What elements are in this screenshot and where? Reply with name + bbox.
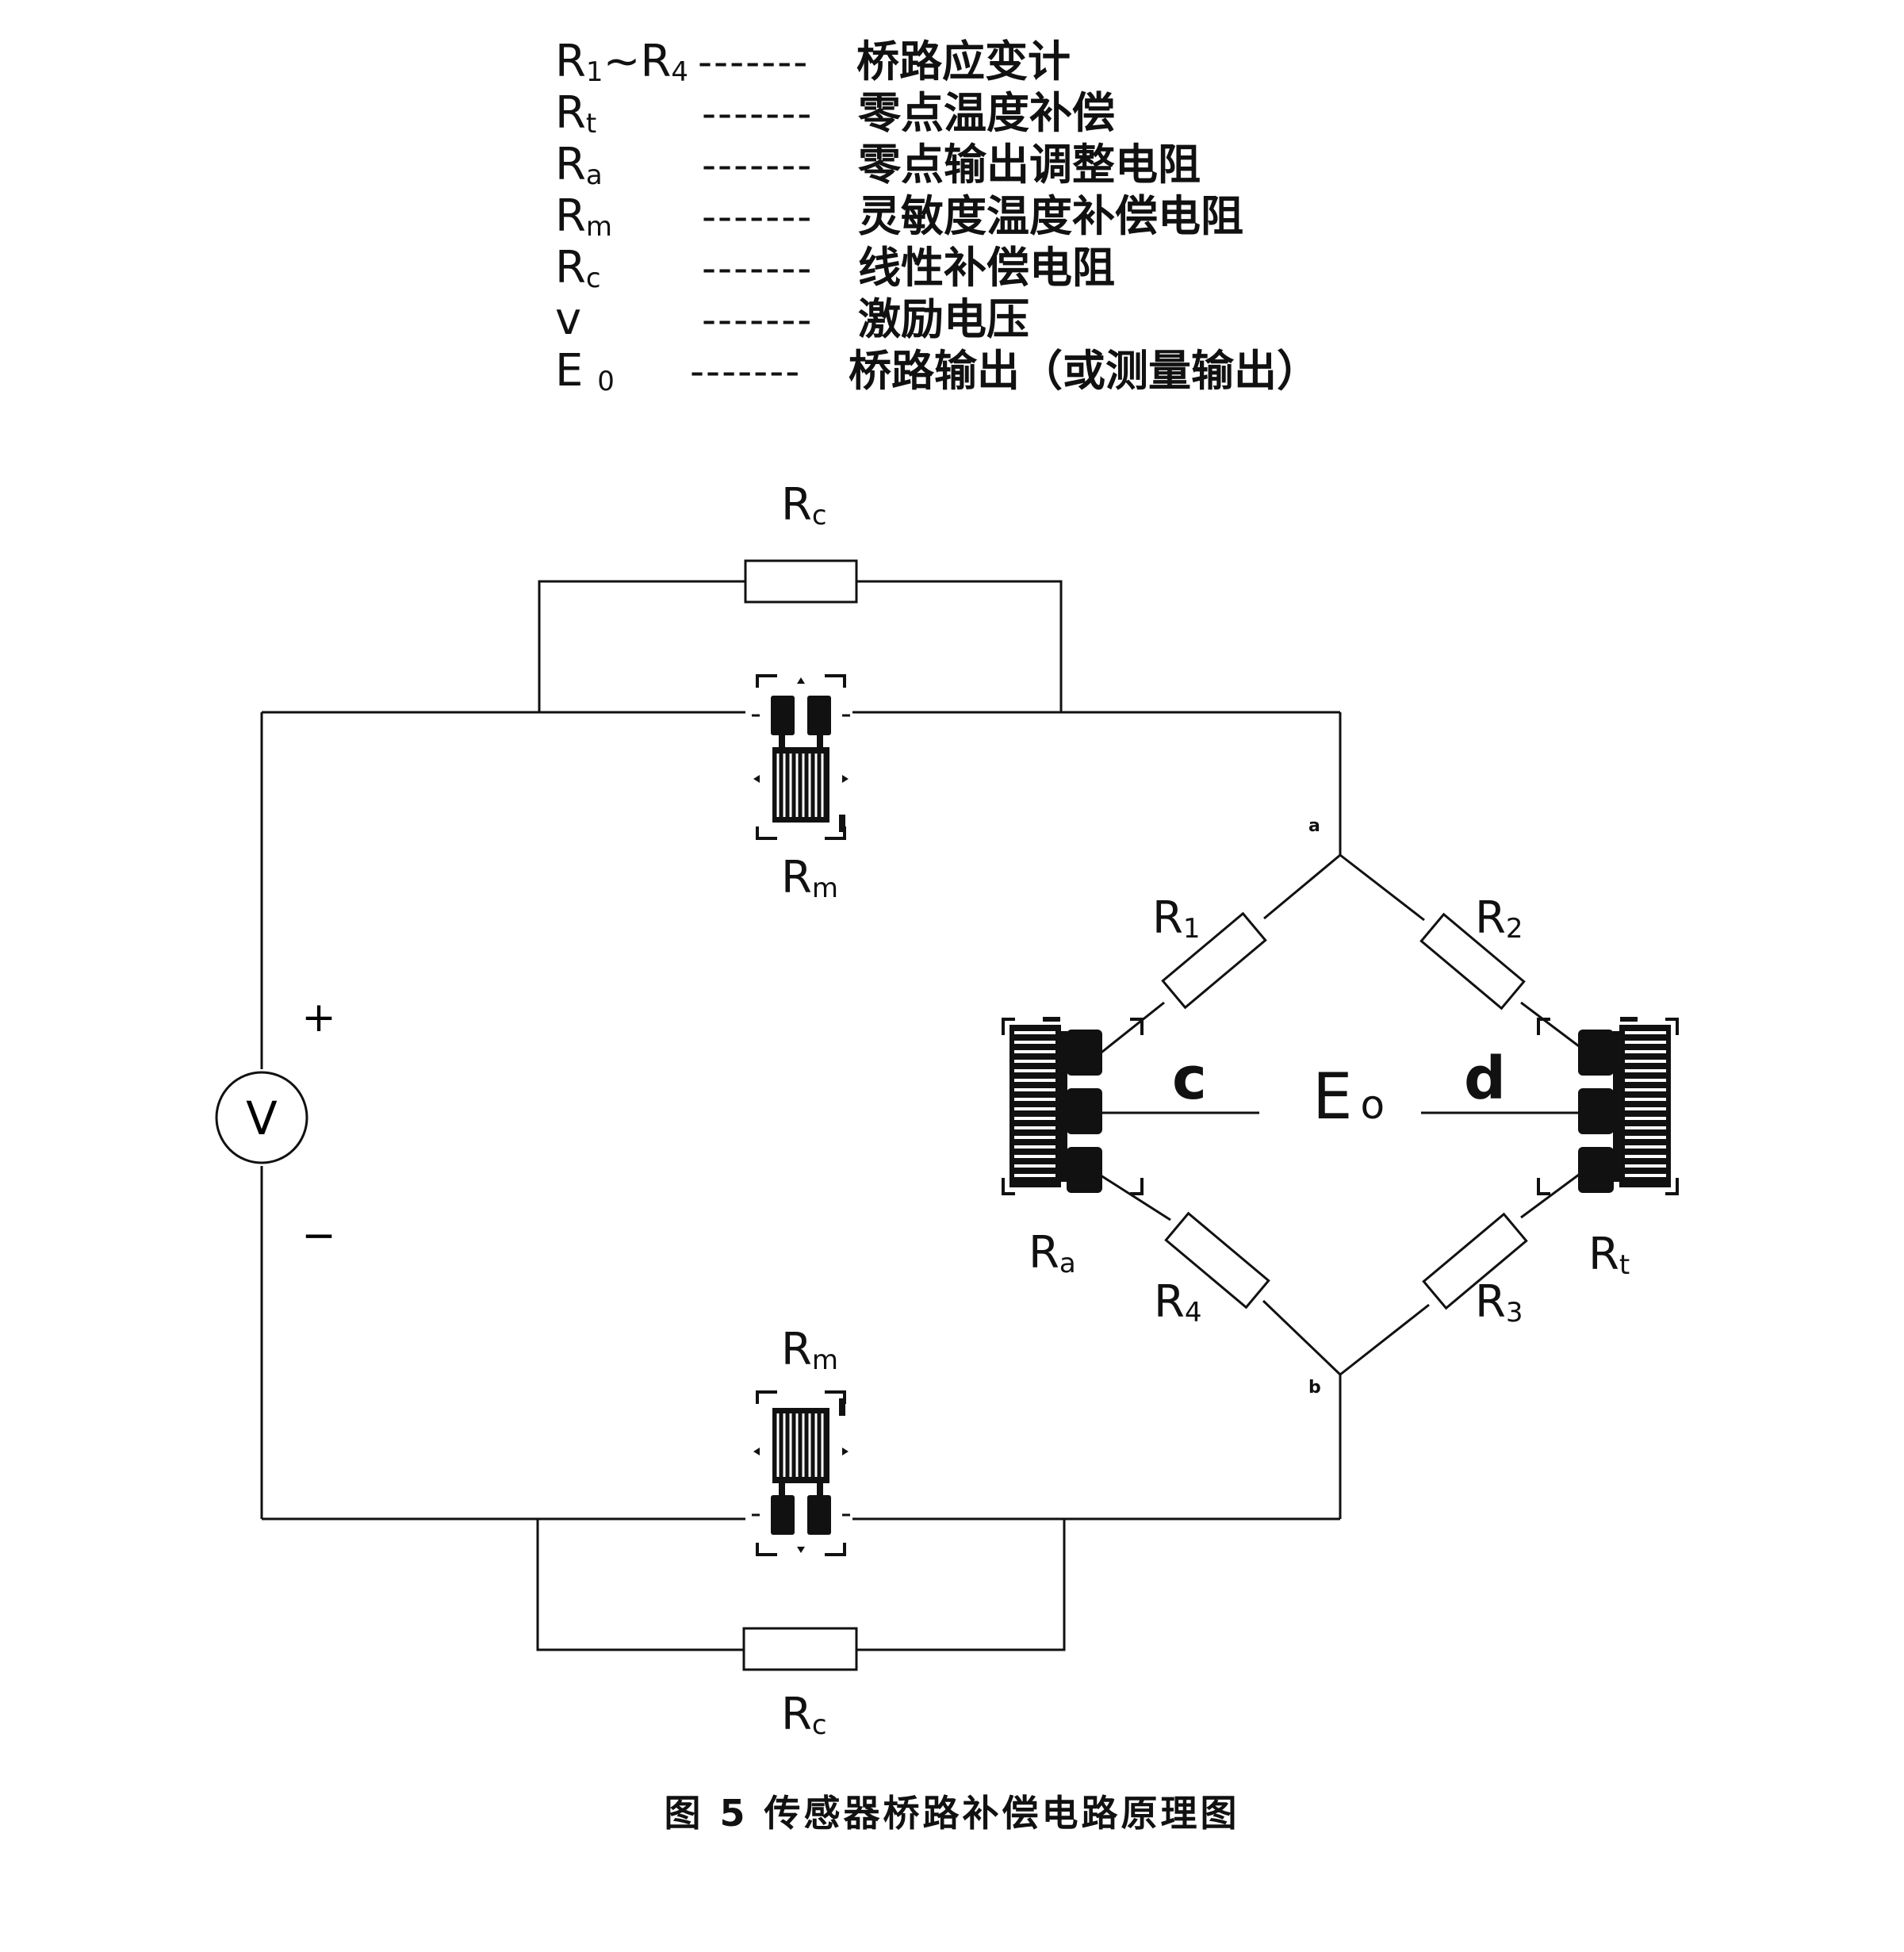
legend-symbol: Rc [555,242,601,294]
legend-symbol: Rm [555,190,613,243]
minus-sign: − [301,1212,336,1260]
legend-row-v: v ------- 激励电压 [555,293,1665,346]
legend-dashes: ------- [702,194,814,240]
legend-desc: 桥路应变计 [856,36,1071,86]
rc-bottom-resistor [742,1627,858,1671]
legend-desc: 线性补偿电阻 [858,243,1115,293]
legend-row-e0: E 0 ------- 桥路输出（或测量输出） [555,345,1665,397]
legend-row-r1-r4: R1~R4 ------- 桥路应变计 [555,36,1665,88]
legend-desc: 零点输出调整电阻 [858,140,1201,190]
legend-desc: 激励电压 [858,294,1029,344]
legend-desc: 零点温度补偿 [858,88,1115,138]
legend-symbol: R1~R4 [555,36,689,88]
r2-label: R2 [1475,892,1523,945]
rc-bottom-label: Rc [781,1689,827,1741]
voltage-source-label: V [246,1091,278,1145]
legend-row-rc: Rc ------- 线性补偿电阻 [555,242,1665,294]
node-d-label: d [1464,1045,1506,1113]
ra-gauge [1002,1015,1144,1195]
rm-top-gauge-mark: V2 ▼ 11 [779,823,807,830]
r4-label: R4 [1154,1276,1202,1329]
rm-bottom-gauge-mark: A2 ▲ 11 [779,1400,807,1408]
legend-symbol: Rt [555,87,597,140]
legend-row-rm: Rm ------- 灵敏度温度补偿电阻 [555,190,1665,243]
legend-dashes: ------- [690,348,802,394]
r2-resistor [1419,912,1526,1011]
rt-gauge [1537,1015,1679,1195]
legend-row-rt: Rt ------- 零点温度补偿 [555,87,1665,140]
rt-label: Rt [1588,1229,1630,1281]
rm-bottom-gauge [750,1390,852,1556]
r3-resistor [1422,1212,1528,1310]
legend-symbol: Ra [555,139,603,191]
legend-dashes: ------- [702,142,814,188]
legend-symbol: E 0 [555,345,615,397]
ra-label: Ra [1029,1227,1076,1279]
node-b-label: b [1308,1378,1321,1398]
r1-label: R1 [1152,892,1201,945]
r4-resistor [1164,1211,1270,1310]
legend-desc: 桥路输出（或测量输出） [849,346,1320,396]
legend-desc: 灵敏度温度补偿电阻 [858,191,1243,241]
legend-symbol: v [555,293,582,345]
rc-top-resistor [744,559,858,604]
r3-label: R3 [1475,1276,1523,1329]
voltage-source [215,1071,308,1164]
rm-bottom-label: Rm [781,1324,838,1376]
legend-dashes: ------- [702,297,814,343]
rm-top-label: Rm [781,852,838,904]
legend-row-ra: Ra ------- 零点输出调整电阻 [555,139,1665,191]
legend-dashes: ------- [702,90,814,136]
figure-caption: 图 5 传感器桥路补偿电路原理图 [664,1792,1240,1835]
rm-top-gauge [750,674,852,840]
rc-top-label: Rc [781,479,827,531]
legend-dashes: ------- [702,245,814,291]
legend: R1~R4 ------- 桥路应变计 Rt ------- 零点温度补偿 Ra… [0,0,1904,428]
node-a-label: a [1308,816,1320,836]
wires [260,580,1583,1651]
legend-dashes: ------- [698,39,810,85]
plus-sign: + [301,994,336,1041]
r1-resistor [1161,911,1267,1010]
node-c-label: c [1172,1045,1207,1113]
